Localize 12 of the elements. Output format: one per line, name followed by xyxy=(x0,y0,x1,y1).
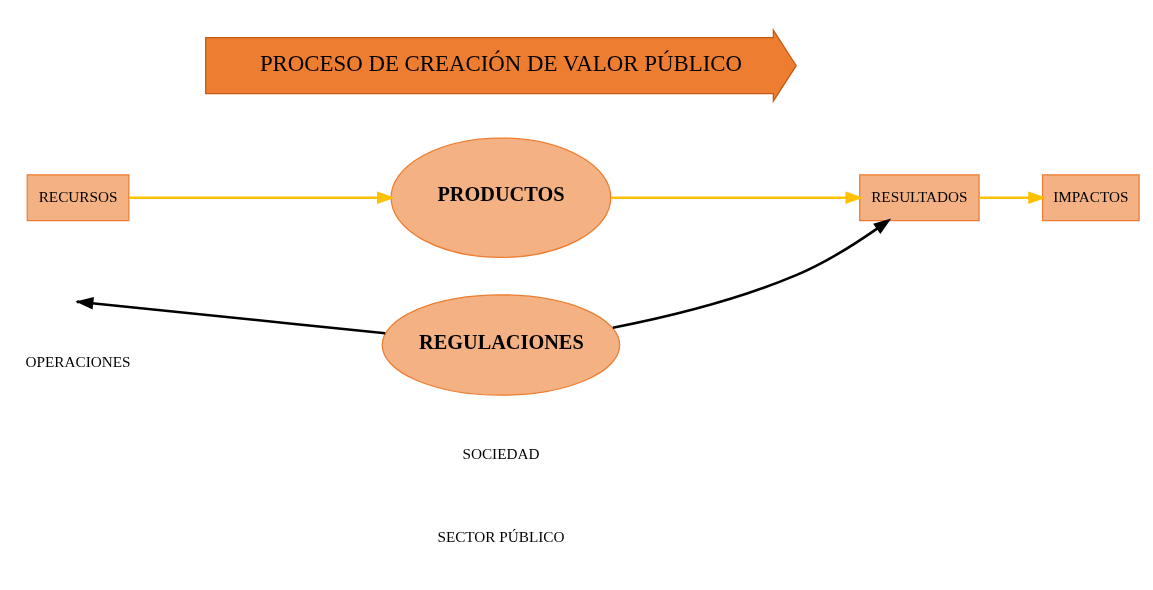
node-ellipse: PRODUCTOS xyxy=(390,136,612,258)
node-ellipse: REGULACIONES xyxy=(381,293,621,396)
label: SECTOR PÚBLICO xyxy=(437,527,565,545)
arrow xyxy=(610,191,864,204)
arrow xyxy=(979,191,1047,204)
node-box: RECURSOS xyxy=(26,173,130,221)
arrow xyxy=(612,218,892,329)
node-box: IMPACTOS xyxy=(1041,173,1140,221)
label: OPERACIONES xyxy=(25,352,131,370)
arrow xyxy=(129,191,395,204)
node-box: RESULTADOS xyxy=(859,173,980,221)
label: SOCIEDAD xyxy=(462,444,540,462)
